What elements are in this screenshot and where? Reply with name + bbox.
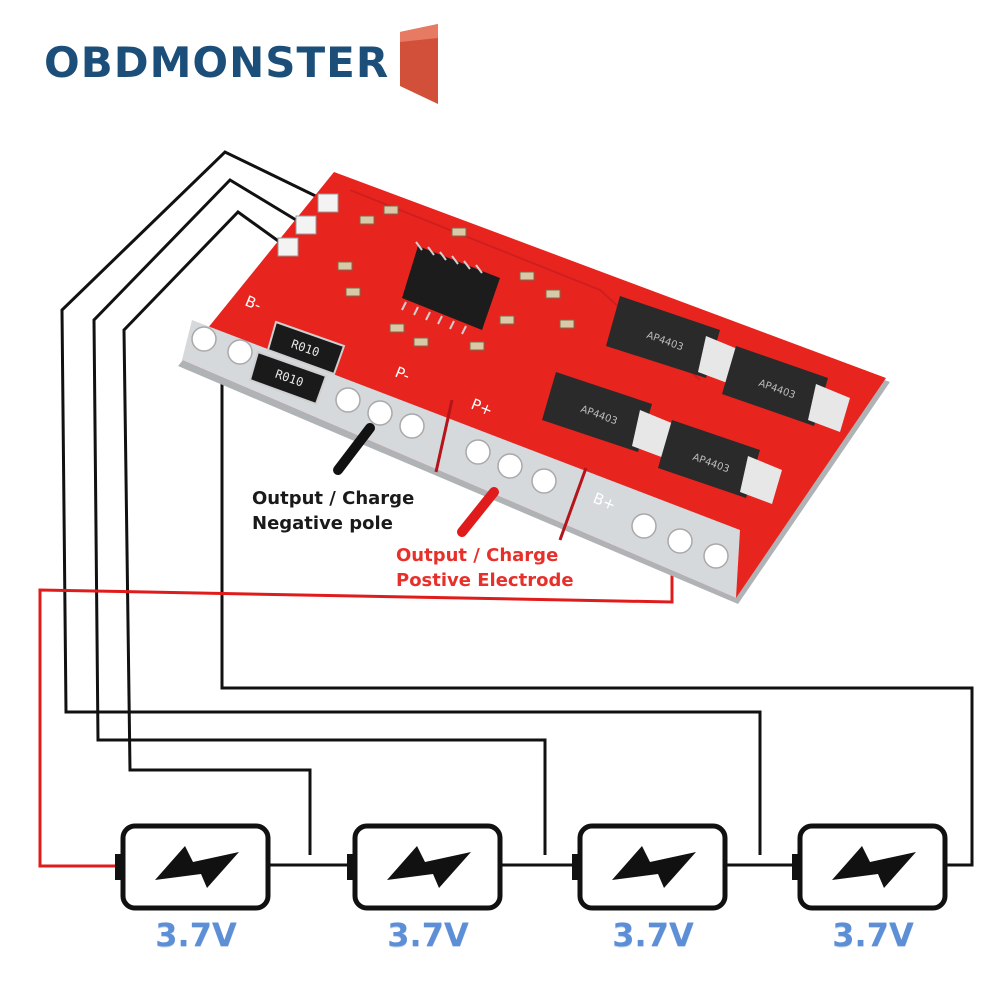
negative-label-line2: Negative pole	[252, 513, 393, 534]
battery-pack	[115, 823, 948, 911]
mosfet: AP4403	[658, 420, 782, 504]
positive-label-line2: Postive Electrode	[396, 570, 574, 591]
wire-cell1-top	[60, 150, 762, 855]
shunt-resistors: R010 R010	[248, 320, 346, 406]
wire-cell2-top	[92, 178, 547, 855]
battery-voltage-label: 3.7V	[387, 916, 469, 954]
lightning-bolt-icon	[832, 846, 916, 888]
bms-board: R010 R010 AP4403 AP4403	[178, 172, 890, 604]
positive-label-line1: Output / Charge	[396, 545, 559, 566]
battery-voltage-label: 3.7V	[832, 916, 914, 954]
mosfet: AP4403	[542, 372, 674, 458]
mosfet: AP4403	[722, 346, 850, 432]
balance-pins	[277, 193, 339, 257]
lightning-bolt-icon	[155, 846, 239, 888]
lightning-bolt-icon	[612, 846, 696, 888]
battery-voltage-label: 3.7V	[155, 916, 237, 954]
battery-voltage-label: 3.7V	[612, 916, 694, 954]
negative-probe-marker	[333, 423, 375, 475]
battery-cell-1	[115, 823, 271, 911]
battery-cell-2	[347, 823, 503, 911]
wire-b-plus	[38, 560, 674, 868]
battery-cell-3	[572, 823, 728, 911]
brand-flag-icon	[400, 24, 438, 104]
pad-label-p-minus: P-	[393, 363, 413, 385]
mosfets: AP4403 AP4403 AP4403 AP4403	[542, 296, 850, 504]
smd-components	[337, 205, 575, 351]
positive-probe-marker	[457, 487, 499, 537]
negative-pole-label: Output / Charge Negative pole	[252, 486, 414, 536]
control-ic	[401, 241, 500, 335]
wire-cell3-top	[122, 210, 312, 855]
lightning-bolt-icon	[387, 846, 471, 888]
negative-label-line1: Output / Charge	[252, 488, 415, 509]
positive-electrode-label: Output / Charge Postive Electrode	[396, 543, 574, 593]
brand-logo-text: OBDMONSTER	[44, 38, 390, 87]
solder-pads	[191, 326, 729, 569]
battery-cell-4	[792, 823, 948, 911]
pad-label-b-minus: B-	[243, 292, 264, 315]
